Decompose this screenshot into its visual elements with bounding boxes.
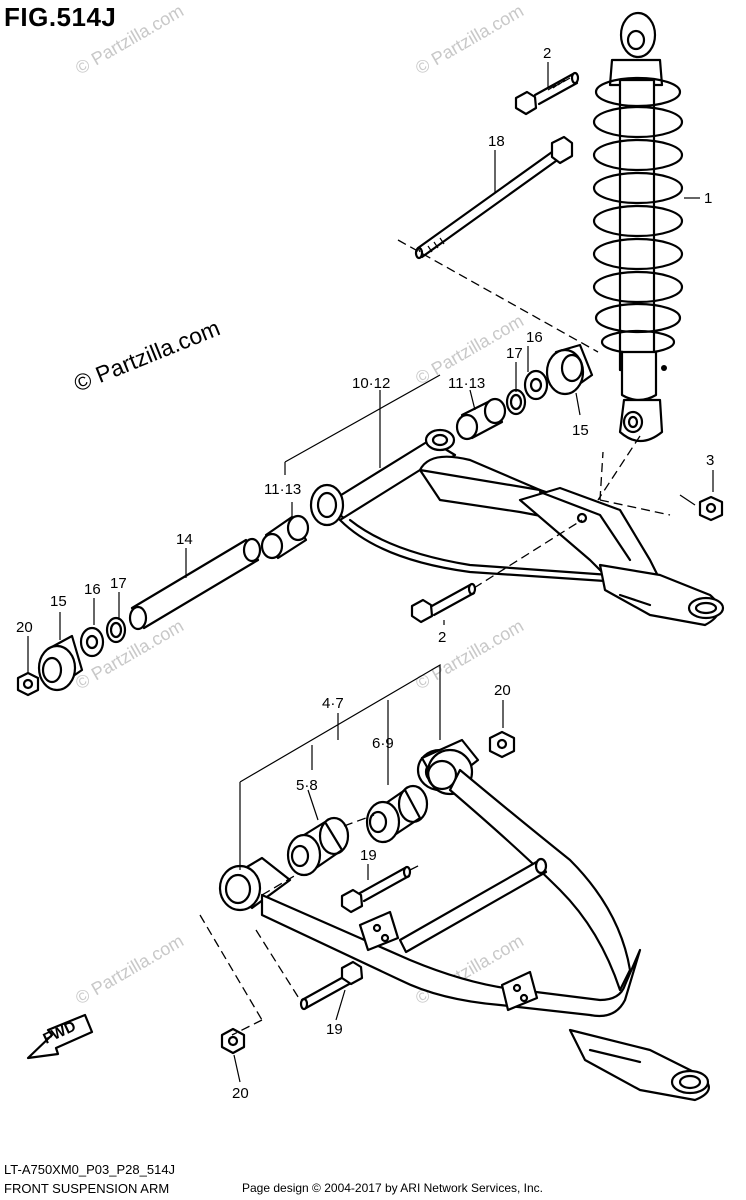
callout-19-lower: 19	[326, 1021, 343, 1038]
bolt-19-upper	[340, 865, 412, 914]
callout-17-upper: 17	[506, 345, 523, 362]
callout-4-7: 4·7	[322, 695, 344, 712]
callout-20-left: 20	[16, 619, 33, 636]
bolt-18-long	[414, 135, 574, 260]
fwd-arrow-icon: FWD	[26, 1013, 94, 1060]
bushing-5-8	[286, 816, 350, 877]
callout-16-upper: 16	[526, 329, 543, 346]
footer-name: FRONT SUSPENSION ARM	[4, 1181, 170, 1196]
callout-19-upper: 19	[360, 847, 377, 864]
footer-credit: Page design © 2004-2017 by ARI Network S…	[242, 1181, 544, 1195]
dashed-line-lower-6	[261, 874, 297, 896]
callout-10-12: 10·12	[352, 375, 390, 392]
upper-arm	[309, 428, 725, 627]
watermark-faint-2: © Partzilla.com	[412, 0, 527, 78]
dashed-line-lower-2	[231, 1019, 263, 1036]
callout-5-8: 5·8	[296, 777, 318, 794]
figure-title: FIG.514J	[4, 2, 117, 32]
shock-absorber	[592, 11, 684, 443]
bushing-6-9	[365, 784, 429, 844]
callout-14: 14	[176, 531, 193, 548]
bolt-2-top	[514, 71, 580, 116]
callout-17-left: 17	[110, 575, 127, 592]
watermark-faint-1: © Partzilla.com	[72, 0, 187, 78]
nut-20-right	[488, 730, 516, 759]
callout-3: 3	[706, 452, 714, 469]
watermark-faint-6: © Partzilla.com	[72, 930, 187, 1008]
callout-15-left: 15	[50, 593, 67, 610]
lower-arm	[218, 738, 710, 1102]
footer-code: LT-A750XM0_P03_P28_514J	[4, 1162, 176, 1177]
callout-2-top: 2	[543, 45, 551, 62]
bolt-19-lower	[299, 960, 364, 1011]
dashed-line-2-lower	[473, 519, 583, 589]
callout-20-right: 20	[494, 682, 511, 699]
callout-16-left: 16	[84, 581, 101, 598]
nut-3	[698, 495, 724, 522]
callout-1: 1	[704, 190, 712, 207]
shaft-14	[128, 537, 262, 631]
leader-lines	[27, 62, 714, 1083]
dashed-line-lower-5	[343, 814, 375, 827]
nut-20-left	[16, 671, 40, 697]
watermark-main: © Partzilla.com	[70, 314, 223, 396]
callout-11-13-left: 11·13	[264, 481, 301, 498]
callout-18: 18	[488, 133, 505, 150]
lead-3-a	[679, 494, 696, 506]
callout-11-13-upper: 11·13	[448, 375, 485, 392]
bushing-11-13-left	[260, 514, 310, 560]
callout-15-upper: 15	[572, 422, 589, 439]
upper-washers-15-16-17	[505, 343, 594, 416]
dashed-line-3	[599, 499, 671, 516]
callout-6-9: 6·9	[372, 735, 394, 752]
bushing-11-13-right	[455, 397, 507, 441]
dashed-line-lower-1	[199, 914, 263, 1021]
bolt-2-lower	[410, 582, 477, 624]
dashed-line-lower-3	[255, 929, 301, 1001]
left-washers-15-16-17	[37, 616, 127, 692]
callout-20-bottom: 20	[232, 1085, 249, 1102]
nut-20-bottom	[220, 1027, 246, 1055]
dashed-line-shock-lower	[597, 435, 641, 501]
callout-labels: 2 18 1 16 17 15 11·13 10·12 3 11·13 14 1…	[16, 45, 714, 1102]
dashed-line-shock-lower-2	[599, 451, 604, 501]
callout-2-lower: 2	[438, 629, 446, 646]
dashed-line-lower-4	[409, 864, 421, 871]
dashed-line-18	[397, 239, 599, 353]
